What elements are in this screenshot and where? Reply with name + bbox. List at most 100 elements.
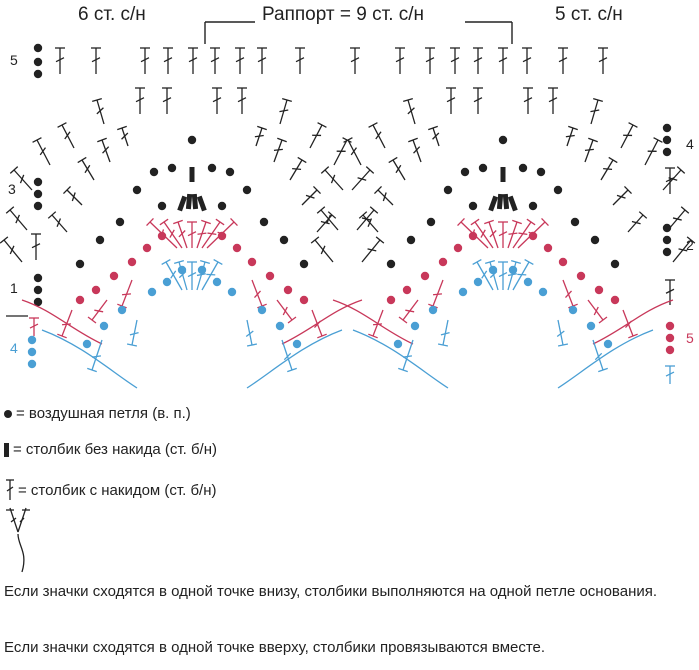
double-crochet-stitch: [251, 279, 263, 307]
double-crochet-top: [257, 125, 267, 131]
double-crochet-yarnover: [565, 134, 575, 138]
double-crochet-yarnover: [235, 57, 245, 63]
chain-stitch: [247, 257, 257, 267]
double-crochet-yarnover: [473, 57, 483, 63]
legend-dc-text: = столбик с накидом (ст. б/н): [18, 481, 217, 499]
chain-stitch: [232, 243, 242, 253]
double-crochet-top: [358, 211, 368, 219]
chain-stitch: [594, 285, 604, 295]
row-number-right-2: 2: [686, 237, 694, 253]
double-crochet-yarnover: [425, 57, 435, 63]
double-crochet-yarnover: [432, 293, 443, 296]
double-crochet-top: [470, 218, 480, 226]
double-crochet-yarnover: [102, 146, 110, 154]
chain-stitch: [227, 287, 237, 297]
double-crochet-yarnover: [254, 290, 261, 299]
double-crochet-yarnover: [196, 273, 206, 277]
double-crochet-top: [526, 218, 536, 226]
chain-stitch: [498, 135, 508, 145]
double-crochet-yarnover: [9, 245, 15, 255]
double-crochet-yarnover: [357, 177, 367, 181]
blue-yarn-path: [246, 329, 343, 389]
double-crochet-yarnover: [210, 57, 220, 63]
double-crochet-top: [146, 217, 154, 227]
double-crochet-top: [161, 258, 171, 266]
chain-stitch: [109, 271, 119, 281]
double-crochet-top: [368, 333, 378, 339]
chain-stitch: [393, 339, 403, 349]
double-crochet-yarnover: [498, 272, 508, 278]
double-crochet-top: [317, 122, 327, 128]
double-crochet-stitch: [91, 299, 108, 321]
double-crochet-yarnover: [446, 97, 456, 103]
double-crochet-yarnover: [71, 192, 76, 202]
double-crochet-stitch: [347, 139, 362, 166]
double-crochet-top: [398, 367, 408, 373]
double-crochet-yarnover: [163, 57, 173, 63]
double-crochet-yarnover: [129, 331, 139, 336]
double-crochet-top: [310, 236, 320, 244]
double-crochet-yarnover: [326, 214, 332, 224]
double-crochet-top: [5, 206, 15, 214]
double-crochet-yarnover: [523, 97, 533, 103]
chain-stitch: [420, 271, 430, 281]
double-crochet-top: [316, 206, 326, 214]
double-crochet-top: [524, 258, 534, 266]
chain-stitch: [543, 243, 553, 253]
chain-stitch: [275, 321, 285, 331]
chain-stitch: [662, 223, 672, 233]
double-crochet-top: [47, 211, 57, 219]
chain-stitch: [217, 201, 227, 211]
double-crochet-stitch: [474, 221, 494, 249]
chain-stitch: [187, 135, 197, 145]
blue-yarn-path: [352, 329, 449, 389]
double-crochet-yarnover: [367, 248, 377, 252]
double-crochet-stitch: [562, 279, 574, 307]
double-crochet-top: [173, 219, 183, 225]
double-crochet-top: [368, 122, 378, 128]
double-crochet-yarnover: [178, 230, 186, 238]
double-crochet-stitch: [9, 209, 28, 231]
double-crochet-top: [541, 217, 549, 227]
double-crochet-yarnover: [594, 352, 603, 361]
chain-stitch: [33, 189, 43, 199]
double-crochet-top: [568, 125, 578, 131]
chain-stitch: [406, 235, 416, 245]
double-crochet-yarnover: [665, 371, 675, 377]
chain-stitch: [518, 163, 528, 173]
double-crochet-stitch: [279, 99, 288, 125]
chain-stitch: [207, 163, 217, 173]
double-crochet-stitch: [489, 261, 499, 291]
chain-stitch: [426, 217, 436, 227]
double-crochet-yarnover: [320, 220, 330, 225]
double-crochet-yarnover: [292, 168, 302, 170]
single-crochet-stitch: [191, 193, 199, 210]
double-crochet-top: [676, 166, 686, 174]
double-crochet-yarnover: [295, 57, 305, 63]
double-crochet-top: [317, 333, 327, 339]
double-crochet-yarnover: [31, 243, 41, 249]
double-crochet-yarnover: [508, 232, 518, 235]
chain-stitch: [115, 217, 125, 227]
chain-stitch: [299, 259, 309, 269]
double-crochet-yarnover: [590, 109, 600, 113]
chain-stitch: [259, 217, 269, 227]
double-crochet-yarnover: [160, 229, 165, 239]
chain-stitch: [460, 167, 470, 177]
double-crochet-yarnover: [668, 177, 678, 181]
double-crochet-stitch: [121, 279, 133, 307]
legend-double-crochet: = столбик с накидом (ст. б/н): [4, 478, 216, 502]
double-crochet-yarnover: [548, 97, 558, 103]
chain-stitch: [603, 339, 613, 349]
double-crochet-stitch: [476, 261, 494, 291]
double-crochet-top: [680, 206, 690, 214]
chain-stitch: [568, 305, 578, 315]
row-number-left-3: 3: [8, 181, 16, 197]
double-crochet-yarnover: [473, 97, 483, 103]
row-number-right-5: 5: [686, 330, 694, 346]
single-crochet-stitch: [488, 195, 499, 212]
double-crochet-stitch: [51, 214, 68, 233]
double-crochet-top: [174, 260, 184, 264]
double-crochet-yarnover: [178, 271, 187, 279]
double-crochet-yarnover: [212, 97, 222, 103]
